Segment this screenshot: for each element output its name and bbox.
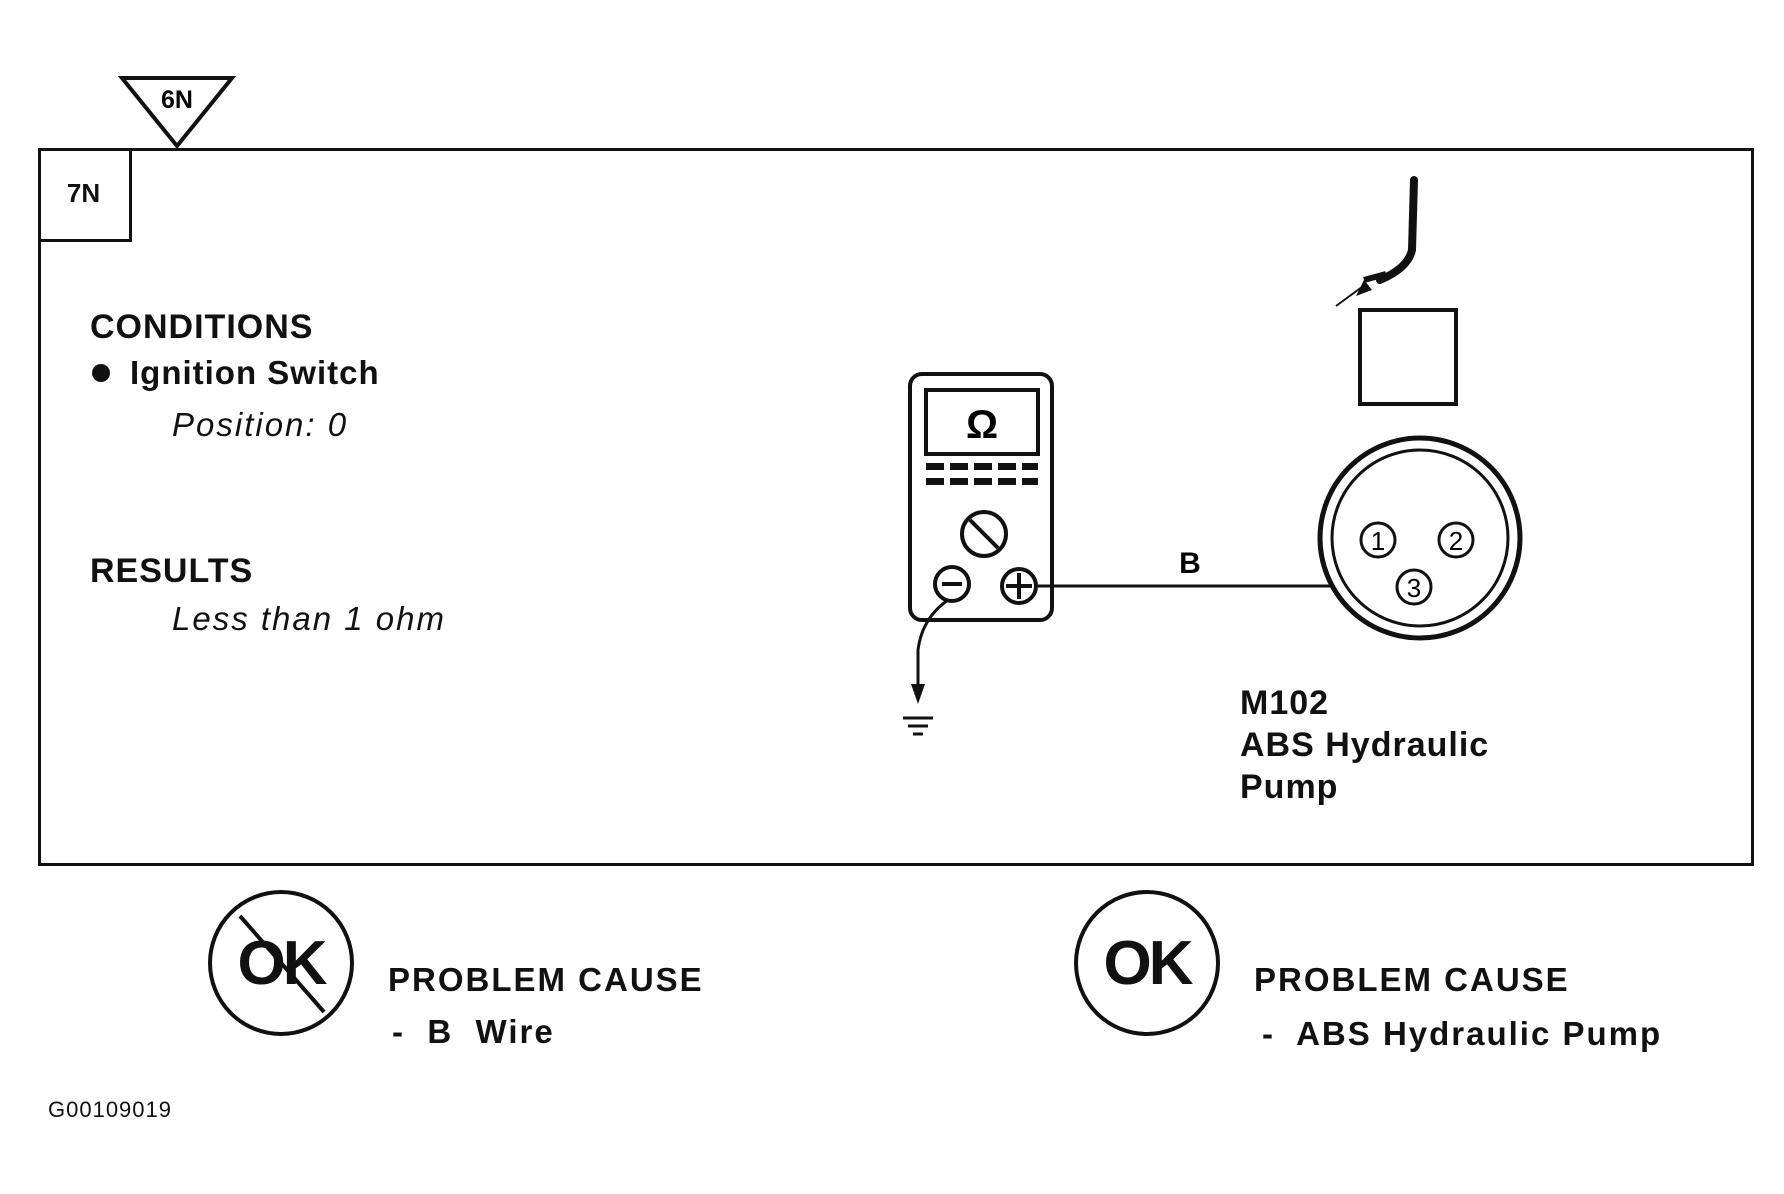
ground-lead bbox=[911, 598, 949, 704]
test-panel bbox=[38, 148, 1754, 866]
bullet-icon bbox=[92, 364, 110, 382]
negative-terminal-icon bbox=[933, 565, 971, 603]
ohmmeter: Ω bbox=[908, 372, 1054, 622]
dial-icon bbox=[960, 510, 1008, 558]
results-value: Less than 1 ohm bbox=[172, 600, 446, 637]
wire-label: B bbox=[1179, 547, 1201, 580]
strike-icon bbox=[238, 914, 326, 1014]
connector-face: 1 2 3 bbox=[1317, 435, 1523, 641]
ground-icon bbox=[903, 716, 933, 736]
positive-terminal-icon bbox=[1000, 567, 1038, 605]
harness-icon bbox=[1335, 176, 1418, 307]
results-heading: RESULTS bbox=[90, 552, 254, 590]
ok-cause-heading: PROBLEM CAUSE bbox=[1254, 961, 1570, 998]
connector-id: M102 bbox=[1240, 684, 1330, 722]
ok-cause-item: - ABS Hydraulic Pump bbox=[1262, 1015, 1663, 1052]
not-ok-cause-heading: PROBLEM CAUSE bbox=[388, 961, 704, 998]
figure-id: G00109019 bbox=[48, 1097, 172, 1122]
ok-badge: OK bbox=[1074, 890, 1220, 1036]
condition-item: Ignition Switch bbox=[130, 354, 380, 391]
connector-housing bbox=[1358, 308, 1458, 406]
not-ok-badge: OK bbox=[208, 890, 354, 1036]
not-ok-cause-item: - B Wire bbox=[392, 1013, 555, 1050]
current-step-label: 7N bbox=[38, 148, 132, 242]
condition-detail: Position: 0 bbox=[172, 406, 349, 443]
pin-3-label: 3 bbox=[1407, 573, 1421, 603]
pin-1-label: 1 bbox=[1371, 526, 1385, 556]
connector-name-line1: ABS Hydraulic bbox=[1240, 726, 1490, 764]
previous-step-label: 6N bbox=[161, 86, 193, 114]
pin-2-label: 2 bbox=[1449, 526, 1463, 556]
pin-1: 1 bbox=[1359, 521, 1397, 559]
conditions-heading: CONDITIONS bbox=[90, 308, 314, 346]
pin-2: 2 bbox=[1437, 521, 1475, 559]
ohm-symbol: Ω bbox=[966, 403, 998, 447]
previous-step-marker: 6N bbox=[118, 76, 237, 150]
ok-text: OK bbox=[1103, 928, 1194, 998]
connector-name-line2: Pump bbox=[1240, 768, 1339, 806]
pin-3: 3 bbox=[1395, 568, 1433, 606]
meter-keypad bbox=[926, 463, 1038, 485]
